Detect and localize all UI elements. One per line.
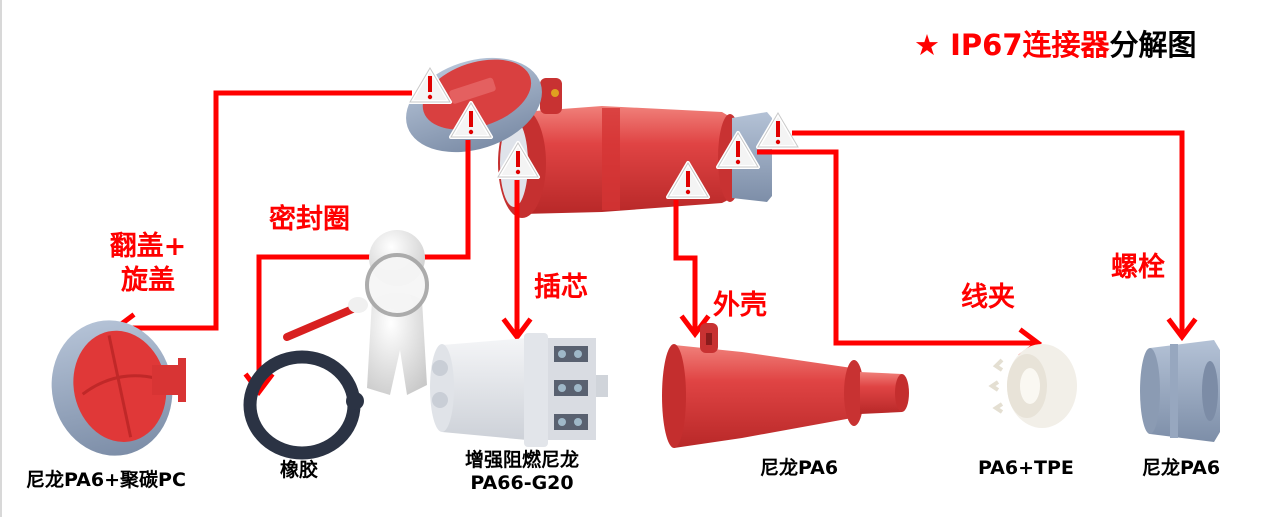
page-title: ★ IP67连接器分解图 [914, 22, 1197, 64]
callout-nut: 螺栓 [1111, 252, 1165, 283]
material-seal-ring: 橡胶 [279, 459, 318, 481]
title-red-text: IP67连接器 [950, 28, 1110, 62]
warning-icon [716, 131, 760, 169]
leader-line-nut [792, 130, 1185, 333]
material-flip-cap: 尼龙PA6+聚碳PC [26, 469, 186, 491]
warning-icon [449, 101, 493, 139]
material-nut: 尼龙PA6 [1141, 457, 1221, 479]
leader-line-seal-ring [256, 140, 471, 388]
leader-lines [120, 90, 1185, 388]
warning-icon [408, 66, 452, 104]
callout-seal-ring: 密封圈 [269, 204, 350, 235]
material-insert: 增强阻燃尼龙 PA66-G20 [450, 449, 594, 495]
callout-housing: 外壳 [713, 290, 767, 321]
callout-insert: 插芯 [534, 272, 588, 303]
arrowheads [111, 312, 1198, 397]
callout-flip-cap: 翻盖+ 旋盖 [102, 230, 194, 298]
material-insert-line2: PA66-G20 [470, 472, 574, 494]
housing-part [662, 323, 909, 448]
material-housing: 尼龙PA6 [759, 457, 839, 479]
star-icon: ★ [914, 28, 940, 62]
warning-icon [666, 161, 710, 199]
warning-icon [496, 141, 540, 179]
arrow-down-icon [501, 317, 533, 342]
leader-line-housing [673, 200, 698, 330]
assembled-connector [406, 57, 772, 218]
figure-with-magnifier-icon [283, 230, 429, 395]
arrow-down-icon [679, 314, 711, 339]
flip-cap-part [51, 320, 186, 456]
callout-cable-clamp: 线夹 [961, 282, 1015, 313]
warning-icon [756, 111, 800, 149]
seal-ring-part [243, 350, 364, 460]
arrow-down-icon [1166, 317, 1198, 342]
material-cable-clamp: PA6+TPE [978, 457, 1074, 479]
leader-line-cable-clamp [757, 149, 1034, 346]
leader-line-flip-cap [120, 90, 412, 331]
nut-part [1140, 340, 1220, 442]
callout-flip-cap-line2: 旋盖 [121, 265, 175, 296]
warning-icons [408, 66, 800, 199]
title-black-text: 分解图 [1109, 28, 1197, 62]
callout-flip-cap-line1: 翻盖+ [109, 231, 187, 262]
insert-part [430, 333, 608, 447]
cable-clamp-part [988, 344, 1077, 428]
material-insert-line1: 增强阻燃尼龙 [464, 449, 579, 471]
